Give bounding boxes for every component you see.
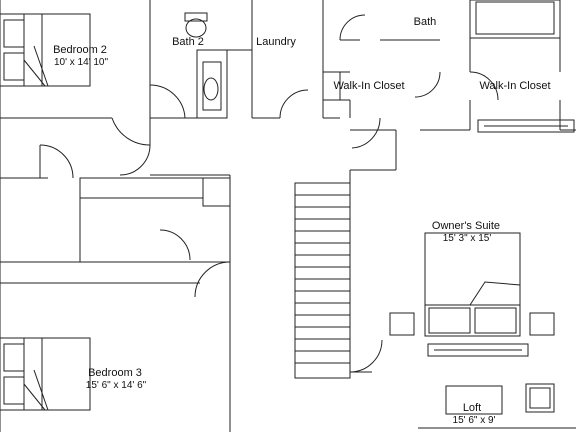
doors [39,14,499,373]
loft-label: Loft [463,402,481,414]
loft-furniture [445,383,555,415]
owners-suite-furniture [389,232,555,357]
bath-2-label: Bath 2 [172,36,204,48]
bath-label: Bath [414,16,437,28]
bedroom-2-dimensions: 10' x 14' 10" [54,57,109,68]
bedroom-3-dimensions: 15' 6" x 14' 6" [86,380,147,391]
bedroom-2-bed [0,13,91,87]
bedroom-3-label: Bedroom 3 [88,367,142,379]
room-labels: Bedroom 2 10' x 14' 10" Bath 2 Laundry B… [53,16,550,426]
owners-suite-dimensions: 15' 3" x 15' [443,233,492,244]
loft-dimensions: 15' 6" x 9' [453,415,496,426]
walk-in-closet-left-label: Walk-In Closet [333,80,404,92]
bedroom-2-label: Bedroom 2 [53,44,107,56]
bath-2-fixtures [184,12,228,119]
laundry-label: Laundry [256,36,296,48]
bedroom-3-bed [0,337,91,411]
closet-shelves [477,0,575,133]
owners-suite-label: Owner's Suite [432,220,500,232]
stairs [294,182,351,379]
walk-in-closet-right-label: Walk-In Closet [479,80,550,92]
hall-closet [79,177,231,263]
